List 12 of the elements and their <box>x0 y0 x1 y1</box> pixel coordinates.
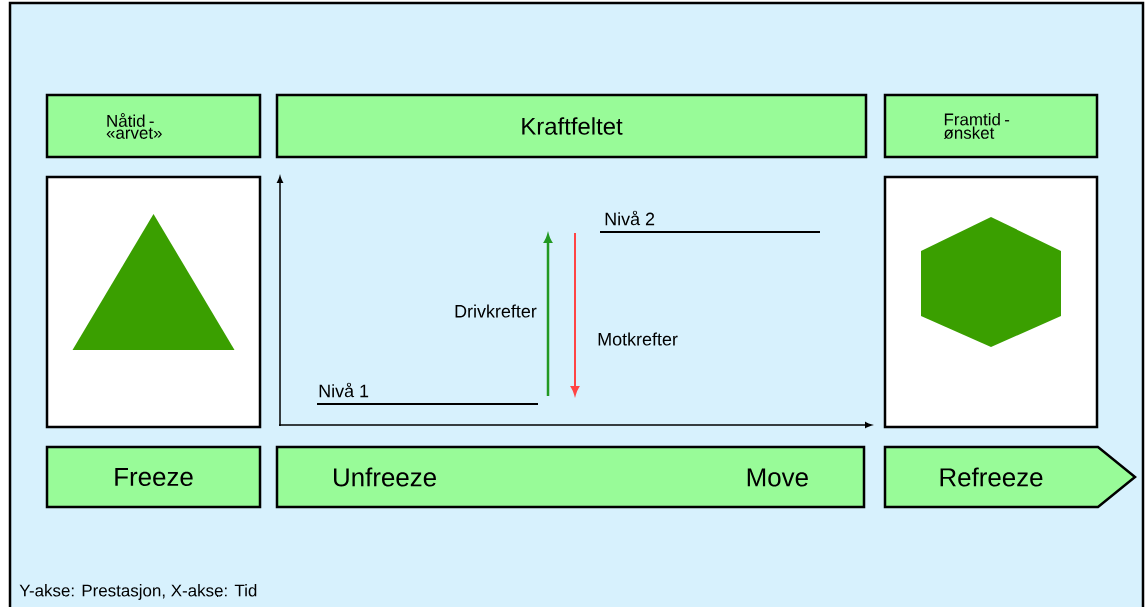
text-label: Drivkrefter <box>455 304 537 318</box>
text-label: Nivå 1 <box>319 382 369 398</box>
stage-box: Unfreeze Move <box>275 445 866 509</box>
stage-box: Freeze <box>45 445 262 509</box>
text-label: Y-akse: Prestasjon, X-akse: Tid <box>19 584 257 600</box>
header-box: Framtid - ønsket <box>883 93 1099 159</box>
hexagon <box>921 217 1061 347</box>
header-box: Kraftfeltet <box>275 93 868 159</box>
triangle <box>72 214 235 350</box>
text-label: Motkrefter <box>598 332 678 346</box>
header-box: Nåtid - «arvet» <box>45 93 262 159</box>
text-label: Nivå 2 <box>605 210 655 226</box>
